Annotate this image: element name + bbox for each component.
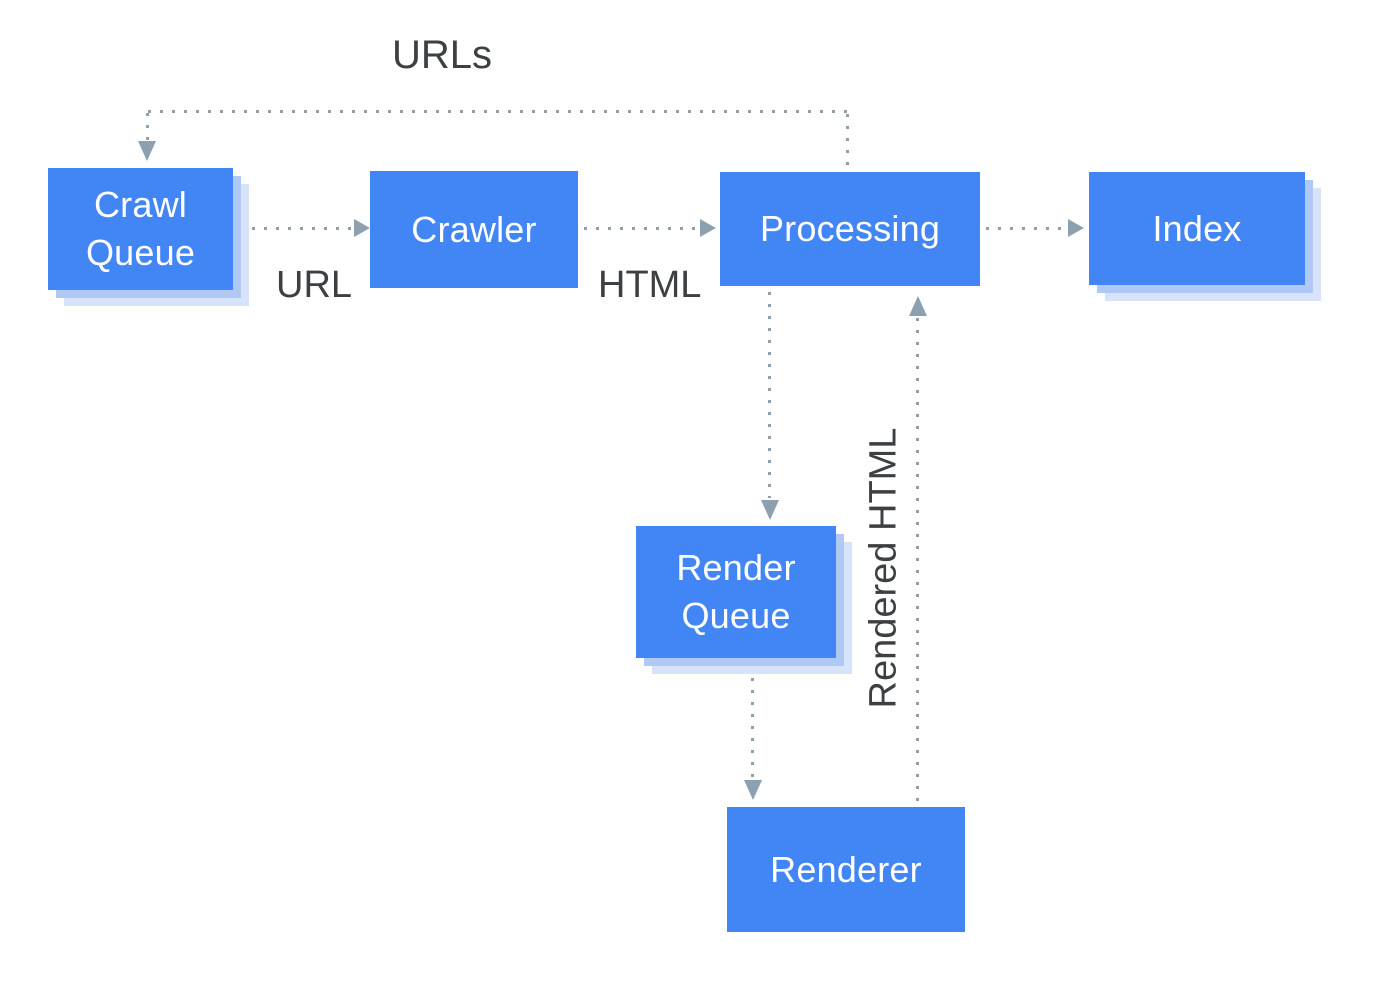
connector-renderqueue-renderer: [751, 678, 754, 778]
connector-processing-index: [986, 227, 1066, 230]
connector-loop-down: [146, 113, 149, 141]
edge-label-rendered-html: Rendered HTML: [862, 427, 905, 709]
connector-processing-up: [846, 114, 849, 171]
arrowhead-into-processing: [700, 219, 716, 237]
node-index: Index: [1089, 172, 1305, 285]
arrowhead-into-renderer: [744, 780, 762, 800]
edge-label-urls: URLs: [392, 33, 493, 77]
connector-renderer-processing: [916, 318, 919, 807]
arrowhead-into-index: [1068, 219, 1084, 237]
connector-crawler-processing: [584, 227, 696, 230]
arrowhead-into-crawler: [354, 219, 370, 237]
node-renderer-label: Renderer: [770, 848, 922, 890]
connector-crawlqueue-crawler: [252, 227, 352, 230]
arrowhead-into-processing-bottom: [909, 296, 927, 316]
edge-label-url: URL: [276, 264, 353, 306]
node-crawl-queue: Crawl Queue: [48, 168, 233, 290]
edge-label-html: HTML: [598, 264, 702, 306]
arrowhead-into-crawl-queue: [138, 141, 156, 161]
node-crawler: Crawler: [370, 171, 578, 288]
node-crawl-queue-label: Crawl Queue: [85, 184, 196, 273]
node-index-label: Index: [1152, 207, 1242, 249]
connector-processing-renderqueue: [768, 292, 771, 498]
node-renderer: Renderer: [727, 807, 965, 932]
arrowhead-into-render-queue: [761, 500, 779, 520]
node-render-queue-label: Render Queue: [676, 547, 796, 636]
node-render-queue: Render Queue: [636, 526, 836, 658]
node-processing: Processing: [720, 172, 980, 286]
node-processing-label: Processing: [759, 208, 941, 250]
connector-loop-top: [148, 110, 849, 113]
node-crawler-label: Crawler: [411, 208, 537, 250]
